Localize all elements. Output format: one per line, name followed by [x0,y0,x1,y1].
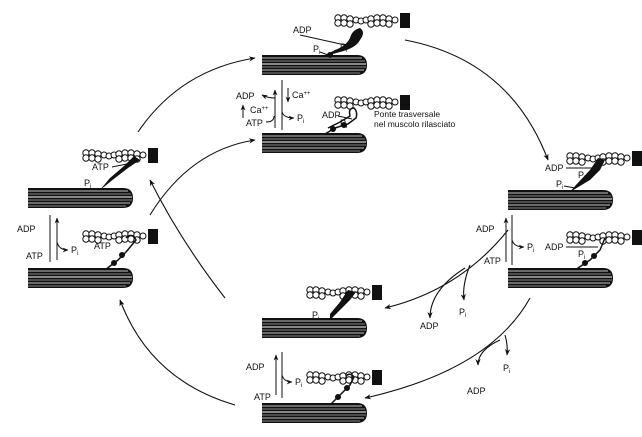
label-pi: Pi [578,170,585,182]
label-adp: ADP [293,25,312,35]
label-adp-released: ADP [420,321,439,331]
label-atp: ATP [254,392,271,402]
label-atp: ATP [92,162,109,172]
label-ca: Ca++ [292,90,311,100]
label-pi: Pi [84,178,91,190]
label-pi: Pi [556,179,563,191]
label-pi-released: Pi [503,363,510,375]
arrow-left-to-relaxed [149,138,256,216]
stage-top-attached: ADP Pi Pi [261,12,411,76]
label-pi: Pi [313,44,320,56]
label-ca: Ca++ [250,105,269,115]
label-pi: Pi [578,249,585,261]
label-atp: ATP [94,241,111,251]
label-pi: Pi [340,42,347,54]
label-adp: ADP [545,242,564,252]
arrow-release-adp-2 [475,339,501,366]
label-adp: ADP [545,163,564,173]
arrow-right-to-bottom [384,229,509,310]
label-adp: ADP [476,224,495,234]
caption-line2: nel muscolo rilasciato [374,119,456,129]
label-pi: Pi [71,245,78,257]
arrow-release-pi [460,264,471,301]
stage-bottom-upper: Pi [261,284,383,339]
label-pi: Pi [297,113,304,125]
stage-bottom-lower: ADP ATP Pi [246,352,383,424]
arrow-release-adp [427,267,466,319]
stage-right-lower: ADP Pi ADP ATP Pi [476,215,642,289]
label-adp: ADP [246,362,265,372]
label-pi: Pi [312,310,319,322]
arrow-release-pi-2 [504,334,511,356]
stage-left-upper: ATP Pi [27,147,159,209]
label-adp: ADP [236,91,255,101]
arrow-bottom-to-left [149,179,226,299]
label-pi: Pi [527,242,534,254]
label-atp: ATP [26,251,43,261]
arrow-top-to-right [404,39,549,161]
arrow-bottom-lower-to-left [119,299,236,406]
label-pi-released: Pi [459,307,466,319]
arrow-right-lower-to-bottom [364,297,531,400]
cycle-arrows [119,39,549,406]
label-atp: ATP [246,118,263,128]
stage-relaxed: ADP Pi Ponte trasversale nel muscolo ril… [261,94,456,154]
label-adp: ADP [17,224,36,234]
label-adp-released: ADP [467,386,486,396]
label-atp: ATP [484,256,501,266]
stage-right-upper: ADP Pi Pi [507,150,642,211]
arrow-left-to-top [137,56,256,133]
caption-line1: Ponte trasversale [374,109,440,119]
label-adp: ADP [322,110,341,120]
calcium-exchange: Ca++ ADP Ca++ ATP Pi [236,80,311,130]
stage-left-lower: ATP ADP ATP Pi [17,215,159,289]
label-pi: Pi [340,118,347,130]
label-pi: Pi [295,377,302,389]
